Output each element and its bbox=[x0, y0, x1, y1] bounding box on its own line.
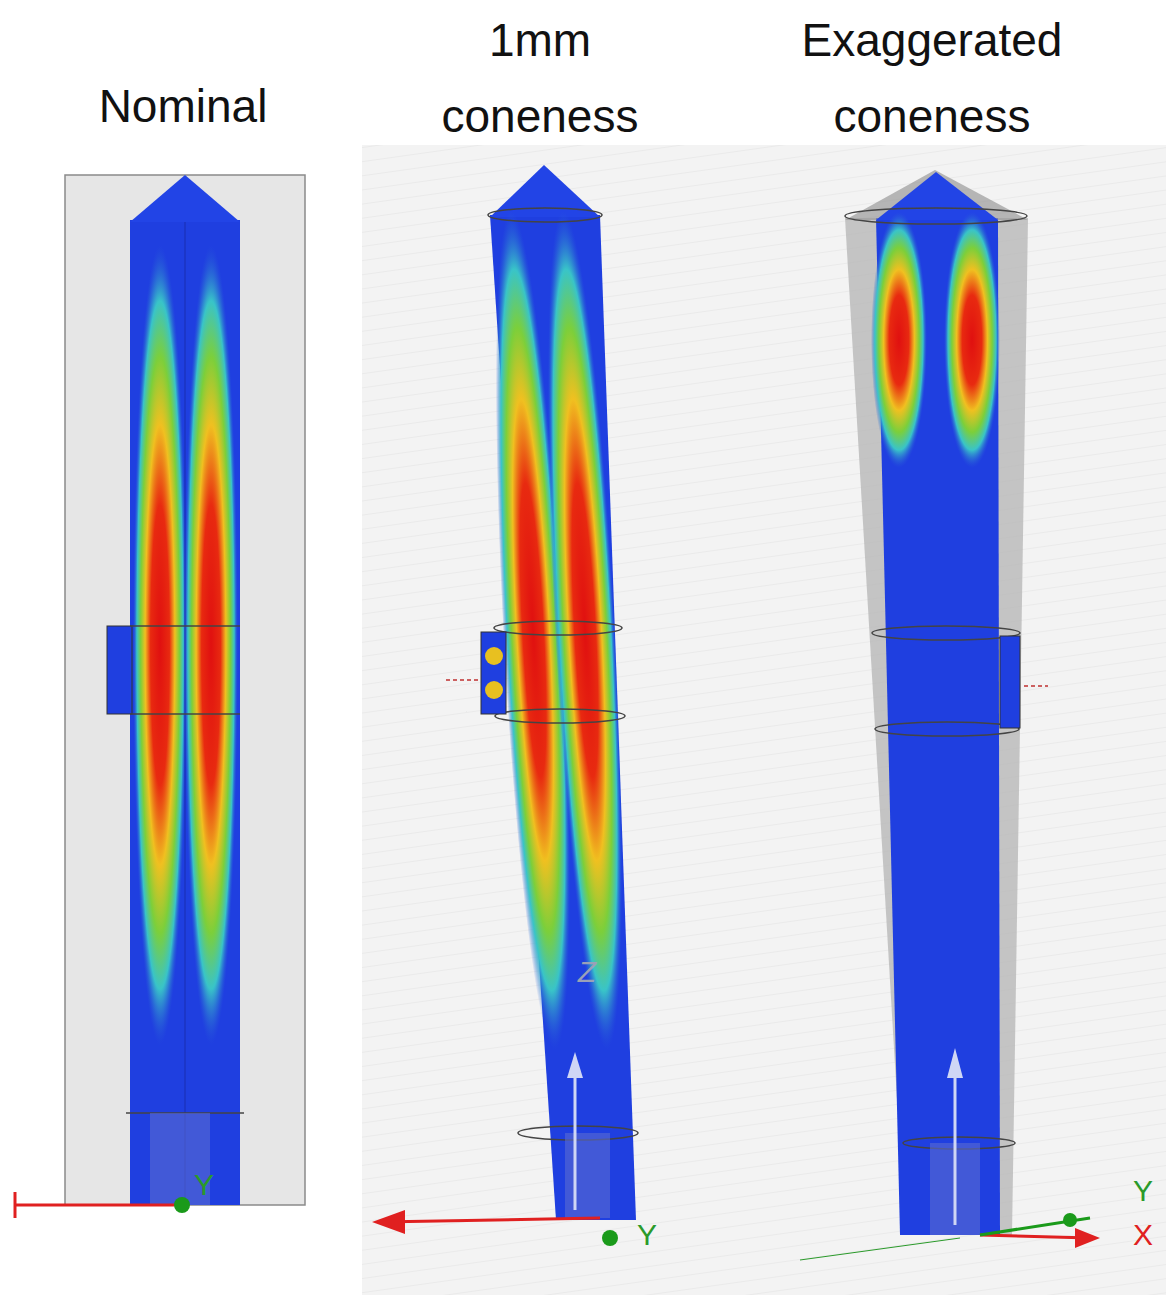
axis-label: Y bbox=[1125, 1174, 1161, 1208]
axis-label: Y bbox=[627, 1218, 667, 1252]
axis-label: Y bbox=[184, 1168, 224, 1202]
axis-label: X bbox=[1125, 1218, 1161, 1252]
panel-heading: Nominal bbox=[23, 68, 343, 144]
panel-heading: 1mm coneness bbox=[415, 2, 665, 154]
panel-heading: Exaggerated coneness bbox=[767, 2, 1097, 154]
axis-label: Z bbox=[567, 955, 607, 989]
